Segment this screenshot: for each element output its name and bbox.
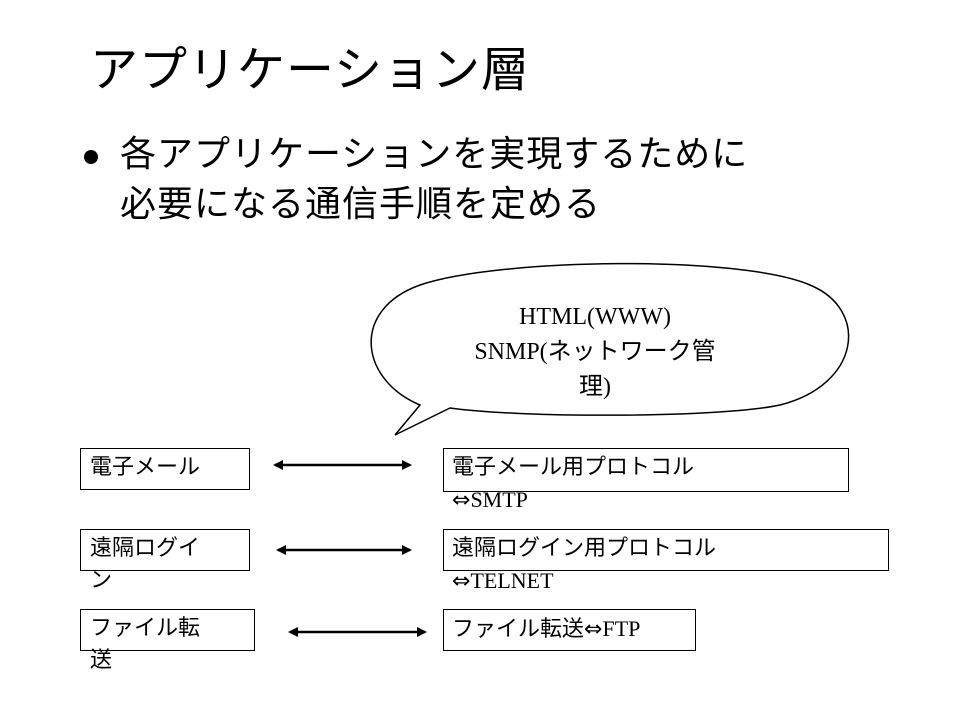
ftp-description: ファイル転送 <box>452 617 585 642</box>
page-title: アプリケーション層 <box>90 42 531 98</box>
remote-login-label-line-1: 遠隔ログイ <box>90 536 201 561</box>
smtp-description: 電子メール用プロトコル <box>452 455 695 480</box>
remote-login-label-line-2: ン <box>90 568 113 593</box>
smtp-protocol: ⇔SMTP <box>452 484 528 517</box>
email-label: 電子メール <box>90 455 201 480</box>
smtp-box <box>443 448 849 492</box>
ftp-protocol: ファイル転送⇔FTP <box>452 613 640 646</box>
remote-login-box <box>80 529 250 571</box>
ftp-code: FTP <box>602 616 641 641</box>
equivalence-icon: ⇔ <box>452 488 471 513</box>
smtp-code: SMTP <box>470 487 528 512</box>
telnet-description: 遠隔ログイン用プロトコル <box>452 536 717 561</box>
ftp-box <box>443 609 696 651</box>
bullet-text: 各アプリケーションを実現するために 必要になる通信手順を定める <box>120 130 880 230</box>
bubble-line-kanri: 理) <box>420 369 770 404</box>
file-transfer-label-line-2: 送 <box>90 648 113 673</box>
email-box <box>80 448 250 490</box>
file-transfer-label-line-1: ファイル転 <box>90 616 201 641</box>
remote-login-label: 遠隔ログイ ン <box>90 533 200 597</box>
bubble-snmp-jp: ネットワーク管 <box>547 337 716 365</box>
file-transfer-box <box>80 609 255 651</box>
bubble-snmp-label: SNMP( <box>474 339 548 365</box>
telnet-code: TELNET <box>470 568 554 593</box>
bullet-line-1: 各アプリケーションを実現するために <box>120 134 749 175</box>
bubble-text: HTML(WWW) SNMP(ネットワーク管 理) <box>420 300 770 404</box>
equivalence-icon: ⇔ <box>584 617 603 642</box>
bubble-line-snmp: SNMP(ネットワーク管 <box>420 334 770 369</box>
bullet-marker <box>84 150 98 164</box>
file-transfer-label: ファイル転 送 <box>90 613 200 677</box>
speech-bubble-shape <box>370 262 850 436</box>
bullet-line-2: 必要になる通信手順を定める <box>120 184 602 225</box>
bubble-line-html: HTML(WWW) <box>519 304 671 330</box>
telnet-box <box>443 529 889 571</box>
bubble-kanri-jp: 理 <box>579 372 603 400</box>
bubble-close-paren: ) <box>603 374 611 400</box>
equivalence-icon: ⇔ <box>452 569 471 594</box>
telnet-protocol: ⇔TELNET <box>452 565 554 598</box>
